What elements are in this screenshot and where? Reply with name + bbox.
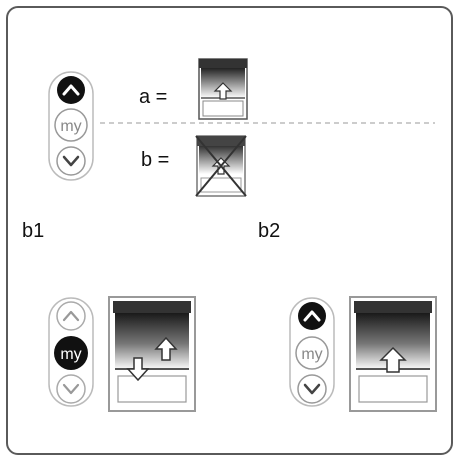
- chevron-up-icon: [303, 310, 321, 322]
- dashed-separator: [100, 122, 435, 124]
- my-button[interactable]: my: [295, 336, 329, 370]
- down-button[interactable]: [56, 146, 86, 176]
- chevron-down-icon: [62, 383, 80, 395]
- my-button-label: my: [60, 346, 81, 363]
- arrow-up-icon: [154, 336, 178, 361]
- arrow-down-icon: [126, 357, 150, 382]
- chevron-up-icon: [62, 84, 80, 96]
- chevron-up-icon: [62, 310, 80, 322]
- top-remote: my: [48, 71, 94, 181]
- my-button-label: my: [60, 118, 81, 135]
- label-b: b =: [141, 149, 170, 171]
- down-button[interactable]: [56, 374, 86, 404]
- up-button[interactable]: [57, 76, 85, 104]
- blind-icon-up: [198, 58, 248, 120]
- label-a: a =: [139, 86, 168, 108]
- chevron-down-icon: [303, 383, 321, 395]
- down-button[interactable]: [297, 374, 327, 404]
- my-button[interactable]: my: [54, 108, 88, 142]
- arrow-up-icon: [379, 346, 407, 373]
- section-label-b1: b1: [22, 220, 45, 242]
- blind-icon-crossed: [195, 135, 247, 197]
- b1-blind: [108, 296, 196, 412]
- section-label-b2: b2: [258, 220, 281, 242]
- chevron-down-icon: [62, 155, 80, 167]
- b2-blind: [349, 296, 437, 412]
- up-button[interactable]: [56, 301, 86, 331]
- b1-remote: my: [48, 297, 94, 407]
- my-button[interactable]: my: [54, 336, 88, 370]
- cross-icon: [195, 135, 247, 197]
- my-button-label: my: [301, 346, 322, 363]
- b2-remote: my: [289, 297, 335, 407]
- arrow-up-icon: [213, 82, 233, 100]
- up-button[interactable]: [298, 302, 326, 330]
